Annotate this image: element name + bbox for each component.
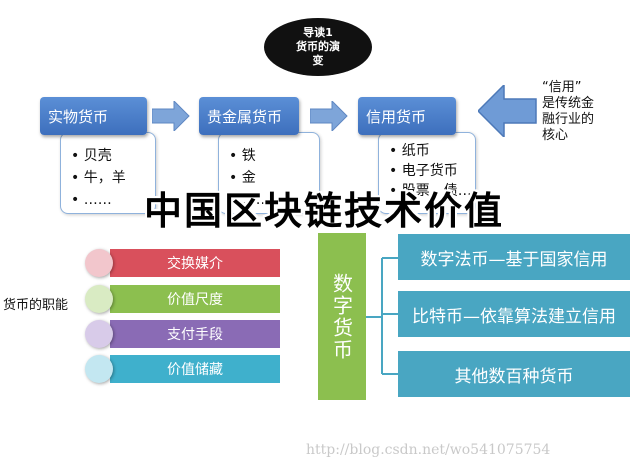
digital-item-bitcoin: 比特币—依靠算法建立信用	[398, 291, 630, 337]
digital-money-label: 数字货币	[329, 272, 354, 361]
digital-item-label: 数字法币—基于国家信用	[420, 249, 608, 270]
function-bar-store: 价值储藏	[110, 355, 280, 383]
function-label: 价值尺度	[167, 292, 223, 308]
list-item: 铁	[229, 145, 319, 167]
precious-metal-money-card: 铁 金 ……	[218, 132, 320, 214]
credit-money-header: 信用货币	[358, 97, 456, 135]
function-circle	[85, 285, 113, 313]
title-line-2: 货币的演	[296, 40, 340, 53]
title-line-1: 导读1	[303, 26, 333, 39]
digital-item-others: 其他数百种货币	[398, 351, 630, 397]
credit-note-line: 核心	[542, 128, 569, 143]
function-bar-measure: 价值尺度	[110, 285, 280, 313]
list-item: 牛，羊	[71, 167, 155, 189]
physical-money-label: 实物货币	[48, 107, 109, 126]
physical-money-card: 贝壳 牛，羊 ……	[60, 132, 156, 214]
function-label: 价值储藏	[167, 362, 223, 378]
function-circle	[85, 320, 113, 348]
arrow-left-icon	[478, 85, 537, 137]
digital-item-fiat: 数字法币—基于国家信用	[398, 234, 630, 280]
arrow-right-icon	[310, 101, 348, 131]
function-circle	[85, 249, 113, 277]
credit-note-line: “信用”	[542, 80, 582, 95]
list-item: 金	[229, 167, 319, 189]
digital-item-label: 比特币—依靠算法建立信用	[412, 306, 616, 327]
function-bar-exchange: 交换媒介	[110, 249, 280, 277]
list-item: 股票，债…	[389, 181, 475, 201]
precious-metal-money-label: 贵金属货币	[207, 107, 283, 126]
function-label: 支付手段	[167, 327, 223, 343]
list-item: 电子货币	[389, 161, 475, 181]
function-label: 交换媒介	[167, 256, 223, 272]
functions-label: 货币的职能	[3, 298, 69, 313]
physical-money-header: 实物货币	[40, 97, 147, 135]
digital-item-label: 其他数百种货币	[454, 366, 574, 387]
function-circle	[85, 355, 113, 383]
title-ellipse: 导读1 货币的演 变	[264, 18, 372, 76]
list-item: 纸币	[389, 141, 475, 161]
connector-lines	[366, 257, 400, 375]
title-line-3: 变	[312, 54, 324, 67]
list-item: 贝壳	[71, 145, 155, 167]
function-bar-payment: 支付手段	[110, 320, 280, 348]
credit-note-line: 是传统金	[542, 96, 595, 111]
list-item: ……	[229, 189, 319, 211]
watermark-text: http://blog.csdn.net/wo541075754	[306, 442, 551, 458]
list-item: ……	[71, 189, 155, 211]
credit-note-line: 融行业的	[542, 112, 595, 127]
precious-metal-money-header: 贵金属货币	[199, 97, 299, 135]
arrow-right-icon	[152, 101, 190, 131]
credit-note: “信用” 是传统金 融行业的 核心	[542, 80, 594, 144]
overlay-title: 中国区块链技术价值	[144, 189, 505, 233]
credit-money-label: 信用货币	[366, 107, 427, 126]
digital-money-bar: 数字货币	[318, 233, 366, 400]
